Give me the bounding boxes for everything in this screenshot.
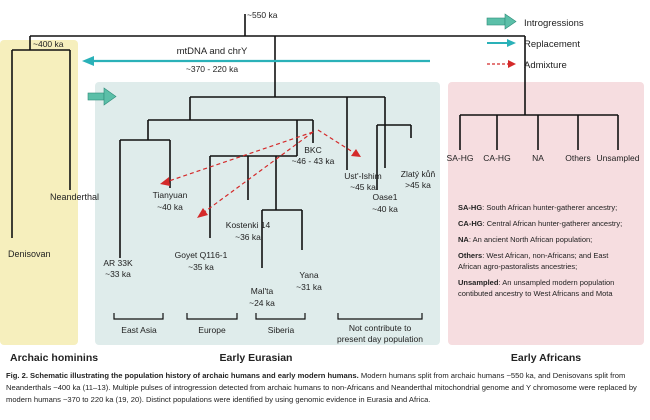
group-europe: Europe (198, 325, 226, 335)
kostenki-label: Kostenki 14 (226, 220, 271, 230)
kostenki-date: ~36 ka (235, 232, 261, 242)
zlaty-kun-label: Zlatý kůň (401, 169, 436, 179)
neanderthal-label: Neanderthal (50, 192, 99, 202)
caption-body: Modern humans split from archaic humans … (6, 371, 637, 405)
legend: Introgressions Replacement Admixture (486, 13, 584, 71)
top-split-label: ~550 ka (247, 10, 278, 20)
section-title-archaic: Archaic hominins (10, 352, 98, 364)
african-group-na: NA (532, 153, 544, 163)
note-na: NA: An ancient North African population; (458, 235, 592, 244)
introgression-arrow (87, 87, 117, 106)
group-east-asia: East Asia (121, 325, 157, 335)
note-others-line2: African agro-pastoralists ancestries; (458, 262, 577, 271)
goyet-label: Goyet Q116-1 (175, 250, 228, 260)
african-group-sa-hg: SA-HG (447, 153, 474, 163)
african-group-unsampled: Unsampled (597, 153, 640, 163)
group-not-contribute-line2: present day population (337, 334, 423, 344)
african-group-ca-hg: CA-HG (483, 153, 510, 163)
tianyuan-label: Tianyuan (153, 190, 188, 200)
bkc-date: ~46 - 43 ka (292, 156, 335, 166)
tianyuan-date: ~40 ka (157, 202, 183, 212)
mtdna-label: mtDNA and chrY (177, 46, 248, 57)
legend-replacement-label: Replacement (524, 39, 580, 50)
ust-ishim-date: ~45 ka (350, 182, 376, 192)
admixture-arrows (165, 129, 357, 214)
legend-admixture-label: Admixture (524, 60, 567, 71)
note-unsampled-line2: contibuted ancestry to West Africans and… (458, 289, 613, 298)
african-panel (448, 82, 644, 345)
caption-bold: Fig. 2. Schematic illustrating the popul… (6, 371, 359, 380)
ar33k-label: AR 33K (103, 258, 133, 268)
figure-caption: Fig. 2. Schematic illustrating the popul… (6, 370, 646, 407)
admixture-arrowheads (160, 149, 361, 218)
archaic-panel (0, 40, 78, 345)
population-history-diagram: Introgressions Replacement Admixture ~55… (0, 10, 644, 364)
african-group-others: Others (565, 153, 591, 163)
bkc-label: BKC (304, 145, 321, 155)
yana-label: Yana (299, 270, 318, 280)
note-others: Others: West African, non-Africans; and … (458, 251, 609, 260)
group-not-contribute-line1: Not contribute to (349, 323, 412, 333)
legend-introgressions-label: Introgressions (524, 18, 584, 29)
mtdna-date-label: ~370 - 220 ka (186, 64, 238, 74)
group-brackets (113, 313, 423, 320)
goyet-date: ~35 ka (188, 262, 214, 272)
african-notes: SA-HG: South African hunter-gatherer anc… (458, 203, 622, 298)
eurasian-panel (95, 82, 440, 345)
section-title-eurasian: Early Eurasian (220, 352, 293, 364)
yana-date: ~31 ka (296, 282, 322, 292)
zlaty-kun-date: >45 ka (405, 180, 431, 190)
note-ca-hg: CA-HG: Central African hunter-gatherer a… (458, 219, 622, 228)
oase1-date: ~40 ka (372, 204, 398, 214)
note-sa-hg: SA-HG: South African hunter-gatherer anc… (458, 203, 617, 212)
group-siberia: Siberia (268, 325, 295, 335)
replacement-arrow (82, 56, 430, 66)
note-unsampled: Unsampled: An unsampled modern populatio… (458, 278, 614, 287)
malta-date: ~24 ka (249, 298, 275, 308)
tree-lines (11, 14, 619, 268)
archaic-split-label: ~400 ka (33, 39, 64, 49)
oase1-label: Oase1 (372, 192, 397, 202)
ar33k-date: ~33 ka (105, 269, 131, 279)
section-title-african: Early Africans (511, 352, 581, 364)
denisovan-label: Denisovan (8, 249, 51, 259)
malta-label: Mal'ta (251, 286, 274, 296)
ust-ishim-label: Ust'-Ishim (344, 171, 382, 181)
